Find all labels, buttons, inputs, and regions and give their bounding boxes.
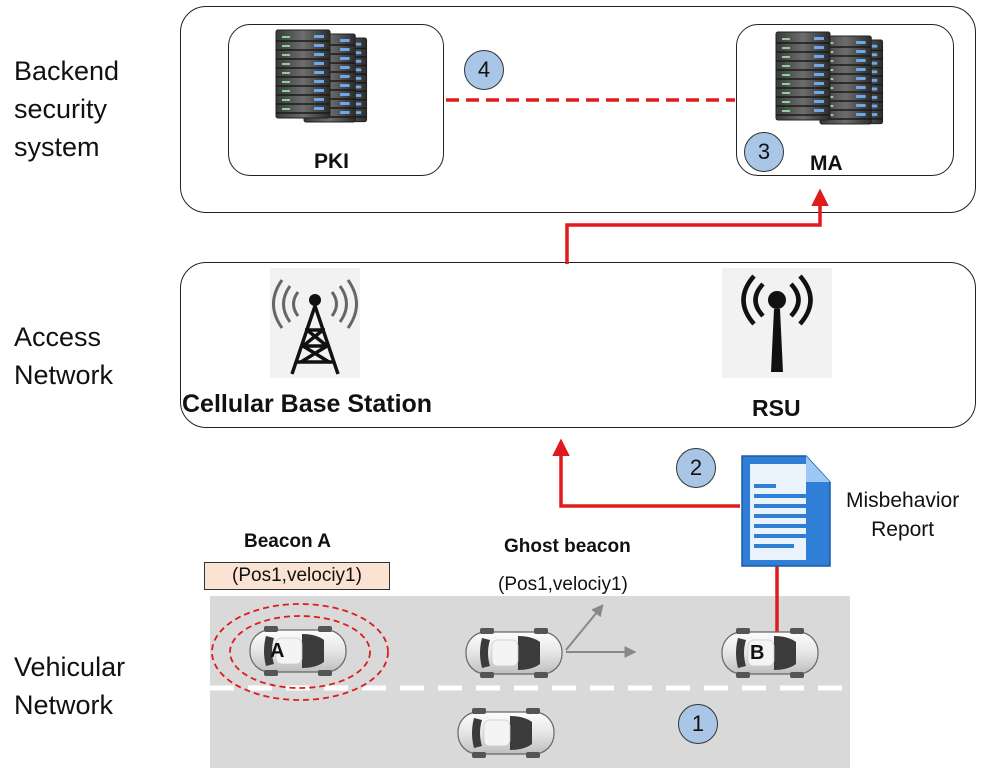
report-document-icon — [741, 455, 831, 567]
step-2-marker: 2 — [676, 448, 716, 488]
beacon-a-content: (Pos1,velociy1) — [204, 562, 390, 590]
ghost-beacon-title: Ghost beacon — [504, 536, 631, 557]
car-lower-lane — [457, 707, 555, 759]
cellular-base-station-label: Cellular Base Station — [182, 390, 433, 418]
cellular-tower-icon — [270, 268, 360, 378]
step-1-marker: 1 — [678, 704, 718, 744]
pki-label: PKI — [314, 150, 350, 173]
access-to-ma-arrow — [565, 188, 829, 264]
rsu-label: RSU — [752, 395, 801, 421]
ghost-beacon-content: (Pos1,velociy1) — [498, 574, 628, 595]
beacon-a-title: Beacon A — [244, 531, 331, 552]
step-4-marker: 4 — [464, 50, 504, 90]
misbehavior-report-label: Misbehavior Report — [846, 489, 960, 541]
vehicular-layer-label: Vehicular Network — [14, 652, 126, 720]
report-to-access-arrow — [552, 438, 740, 508]
backend-layer-label: Backend security system — [14, 56, 120, 162]
ghost-heading-arrow — [565, 604, 604, 651]
car-b-letter: B — [750, 642, 765, 664]
step-3-marker: 3 — [744, 132, 784, 172]
car-a — [249, 625, 347, 677]
car-b — [721, 627, 819, 679]
access-layer-label: Access Network — [14, 322, 114, 390]
ma-label: MA — [810, 152, 843, 175]
rsu-antenna-icon — [722, 268, 832, 378]
ghost-car — [465, 627, 563, 679]
ma-server-icon — [775, 31, 884, 125]
beacon-range-rings — [211, 603, 389, 701]
pki-server-icon — [275, 29, 368, 123]
car-a-letter: A — [270, 640, 285, 662]
